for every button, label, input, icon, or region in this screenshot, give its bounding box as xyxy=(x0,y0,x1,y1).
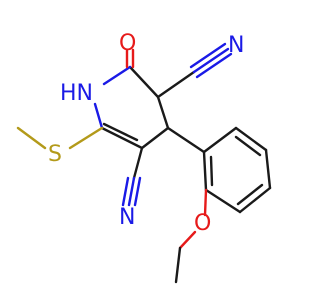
pyridinone-ring xyxy=(93,65,170,150)
methylthio xyxy=(16,126,104,150)
atom-o-carbonyl: O xyxy=(119,31,136,56)
atom-s-thioether: S xyxy=(48,142,62,167)
ar-bond-4 xyxy=(238,186,272,214)
bond-c5-c6 xyxy=(100,126,144,150)
ar-bond-3 xyxy=(264,148,272,190)
bond-c6-s xyxy=(68,126,104,150)
ar-bond-2-double xyxy=(234,135,262,157)
ar-bond-2 xyxy=(234,126,268,152)
carbonyl xyxy=(125,48,135,69)
ar-bond-6-double xyxy=(209,155,214,187)
structure-drawing: O HN N N S O xyxy=(16,31,272,284)
bond-ar-o xyxy=(203,188,208,217)
phenyl-ring xyxy=(166,126,272,214)
ethoxy xyxy=(174,188,208,284)
bond-c5-c6-double xyxy=(102,122,139,142)
ar-bond-4-double xyxy=(236,183,264,206)
nitrile-top xyxy=(156,42,233,99)
triple-bond-b xyxy=(189,42,227,69)
atom-n-ring: HN xyxy=(60,81,93,106)
bond-o-ch2 xyxy=(178,230,197,250)
bond-c3-cn xyxy=(156,70,196,99)
ar-bond-6 xyxy=(202,150,208,192)
triple-bond-c xyxy=(133,176,142,207)
bond-n1-c2 xyxy=(102,65,132,86)
triple-bond-b xyxy=(121,176,130,207)
triple-bond-a xyxy=(127,176,136,207)
nitrile-bottom xyxy=(121,146,144,207)
bond-s-ch3 xyxy=(16,126,47,150)
triple-bond-a xyxy=(192,47,230,74)
bond-c4-c5 xyxy=(140,126,170,150)
atom-n-nitrile-top: N xyxy=(228,33,244,58)
bond-ch2-ch3 xyxy=(174,246,182,284)
atom-o-ether: O xyxy=(194,211,211,236)
bond-c4-ar xyxy=(166,126,206,154)
atom-n-nitrile-bottom: N xyxy=(119,205,135,230)
ar-bond-1 xyxy=(202,126,238,154)
bond-c2-c3 xyxy=(128,65,160,99)
bond-c6-n1 xyxy=(93,102,104,130)
ar-bond-5 xyxy=(204,188,242,214)
triple-bond-c xyxy=(195,52,233,79)
bond-c3-c4 xyxy=(156,95,170,130)
bond-c5-cn xyxy=(132,146,144,180)
